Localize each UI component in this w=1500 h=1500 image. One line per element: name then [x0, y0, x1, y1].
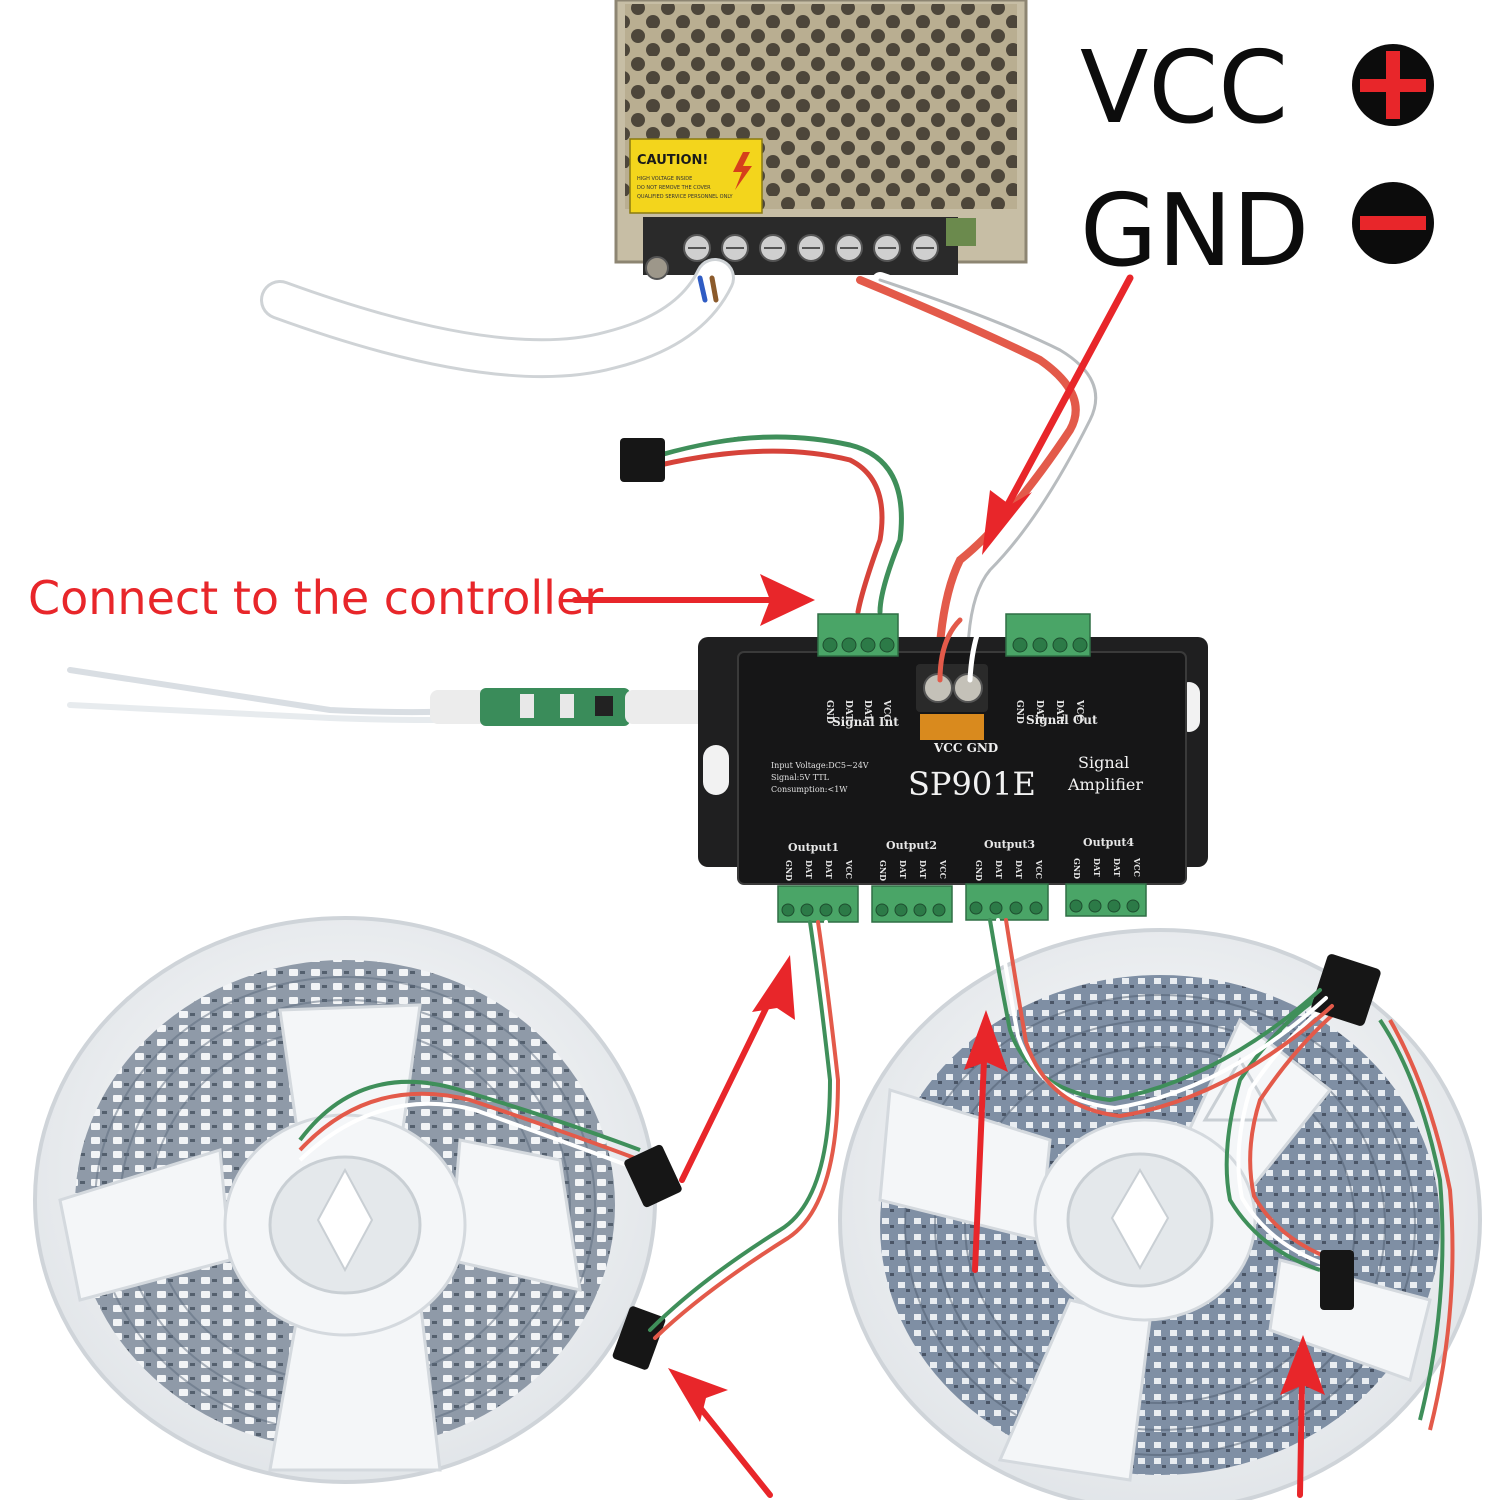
signal-in-pin-2: DAT — [843, 700, 853, 721]
signal-out-pin-2: DAT — [1034, 700, 1044, 721]
right-reel-tail-connector — [1320, 1250, 1354, 1310]
plus-icon — [1352, 44, 1434, 126]
output-1-pin-3: DAT — [824, 860, 834, 879]
signal-out-label: Signal Out — [1026, 713, 1098, 727]
output-2-label: Output2 — [886, 839, 937, 852]
caution-line-3: QUALIFIED SERVICE PERSONNEL ONLY — [637, 194, 733, 200]
high-voltage-icon — [733, 152, 752, 190]
amplifier-case — [737, 651, 1187, 885]
output-2-pin-1: GND — [878, 860, 888, 881]
reel-direction-triangle — [1202, 1057, 1278, 1122]
power-legend: VCC GND — [1080, 29, 1434, 289]
left-tail-arrow — [687, 1392, 773, 1498]
output-1-arrow — [679, 997, 773, 1183]
spec-signal: Signal:5V TTL — [771, 773, 830, 782]
vcc-label: VCC — [1080, 29, 1288, 146]
caution-title: CAUTION! — [637, 153, 708, 168]
amplifier-title-line-1: Signal — [1078, 753, 1129, 772]
signal-in-pins: GND DAT DAT VCC — [824, 699, 891, 724]
output-4-pin-3: DAT — [1112, 858, 1122, 877]
output-2-pin-4: VCC — [938, 859, 948, 879]
connect-controller-label: Connect to the controller — [28, 571, 603, 625]
signal-out-pin-4: VCC — [1074, 699, 1084, 721]
signal-in-pin-4: VCC — [881, 699, 891, 721]
signal-out-pin-3: DAT — [1054, 700, 1064, 721]
amp-power-wires — [937, 612, 988, 683]
signal-in-pin-3: DAT — [862, 700, 872, 721]
vcc-gnd-arrow — [1001, 274, 1134, 514]
caution-label — [629, 138, 763, 214]
output-1-cable — [648, 920, 849, 1348]
signal-in-pin-1: GND — [824, 700, 834, 724]
left-mount-slot — [703, 745, 729, 795]
output-3-pin-3: DAT — [1014, 860, 1024, 879]
remote-receiver-board — [430, 688, 705, 726]
output-1-pin-1: GND — [784, 860, 794, 881]
psu-mount-screw — [645, 256, 669, 280]
output-3-pin-4: VCC — [1034, 859, 1044, 879]
minus-icon — [1352, 182, 1434, 264]
left-led-reel — [33, 916, 682, 1484]
output-pins: GND DAT DAT VCC GND DAT DAT VCC GND DAT … — [784, 857, 1142, 881]
output-4-pin-4: VCC — [1132, 857, 1142, 877]
output-3-pin-2: DAT — [994, 860, 1004, 879]
spec-input-voltage: Input Voltage:DC5~24V — [771, 761, 869, 770]
gnd-label: GND — [1080, 172, 1309, 289]
output-3-cable — [988, 918, 1334, 1119]
spec-consumption: Consumption:<1W — [771, 785, 848, 794]
sp901e-amplifier: VCC GND GND DAT DAT VCC Signal Int GND D… — [698, 613, 1208, 923]
output-4-pin-2: DAT — [1092, 858, 1102, 877]
left-reel-tail-connector — [612, 1306, 666, 1370]
psu-led — [946, 218, 976, 246]
right-reel-arrow — [972, 1057, 987, 1273]
power-terminal-label: VCC GND — [933, 741, 998, 755]
output-4-label: Output4 — [1083, 836, 1134, 849]
power-input-terminals — [916, 664, 988, 740]
output-2-pin-2: DAT — [898, 860, 908, 879]
output-4-pin-1: GND — [1072, 858, 1082, 879]
output-1-pin-2: DAT — [804, 860, 814, 879]
output-1-label: Output1 — [788, 841, 839, 854]
signal-out-pin-1: GND — [1014, 700, 1024, 724]
controller-jst-connector — [620, 438, 665, 482]
caution-line-1: HIGH VOLTAGE INSIDE — [637, 176, 692, 182]
right-tail-arrow — [1297, 1377, 1305, 1498]
model-name: SP901E — [908, 765, 1036, 803]
output-3-label: Output3 — [984, 838, 1035, 851]
caution-line-2: DO NOT REMOVE THE COVER — [637, 185, 711, 191]
power-supply: CAUTION! HIGH VOLTAGE INSIDE DO NOT REMO… — [614, 0, 1028, 280]
signal-out-pins: GND DAT DAT VCC — [1014, 699, 1084, 724]
left-reel-connector — [624, 1144, 682, 1208]
annotation-arrows — [572, 274, 1325, 1498]
signal-in-label: Signal Int — [832, 715, 899, 729]
output-2-pin-3: DAT — [918, 860, 928, 879]
output-1-pin-4: VCC — [844, 859, 854, 879]
amplifier-title-line-2: Amplifier — [1067, 775, 1143, 794]
power-cable — [856, 272, 1104, 688]
psu-terminal-screws — [683, 234, 939, 262]
right-led-reel — [838, 928, 1482, 1500]
mains-cable — [260, 258, 735, 379]
output-3-pin-1: GND — [974, 860, 984, 881]
